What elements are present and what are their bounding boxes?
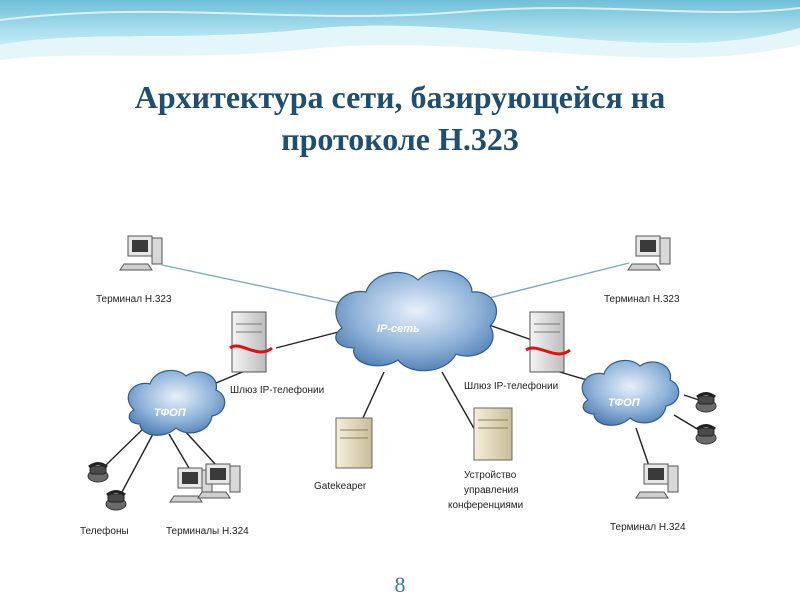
slide-title-line2: протоколе H.323 <box>281 121 519 157</box>
connection-lines <box>105 262 700 493</box>
top-wave-light <box>0 25 800 60</box>
terminal-right-label: Терминал H.323 <box>604 294 680 305</box>
mcu-label-line2: управления <box>464 485 519 496</box>
terminal-h323-right: Терминал H.323 <box>604 235 680 305</box>
server-icon <box>529 311 565 373</box>
link-gatekeeper-ip <box>361 371 385 421</box>
computer-icon <box>635 463 679 499</box>
top-wave-line <box>0 7 800 21</box>
server-icon <box>335 417 373 469</box>
conversion-arrow-icon <box>525 346 571 356</box>
phone-icon <box>694 424 718 446</box>
gateway-right: Шлюз IP-телефонии <box>464 311 571 392</box>
pstn-cloud-left: ТФОП <box>127 369 226 436</box>
mcu-label-line1: Устройство <box>464 470 517 481</box>
link-mcu-ip <box>441 371 477 433</box>
gateway-left: Шлюз IP-телефонии <box>229 311 324 396</box>
terminal-h324-right: Терминал H.324 <box>610 463 686 533</box>
pstn-right-label: ТФОП <box>608 397 641 409</box>
phone-icon <box>694 392 718 414</box>
gateway-left-label: Шлюз IP-телефонии <box>230 384 324 396</box>
link-pstn-left-terminal2 <box>183 429 217 466</box>
pstn-left-label: ТФОП <box>154 407 187 419</box>
terminals-h324-left-label: Терминалы H.324 <box>166 526 249 537</box>
terminal-h323-left: Терминал H.323 <box>96 235 172 305</box>
pstn-cloud-right: ТФОП <box>581 359 680 426</box>
link-pstn-left-phone1 <box>105 427 145 466</box>
link-pstn-right-terminal <box>635 427 650 467</box>
link-terminal-left-ip <box>161 264 365 309</box>
phones-label: Телефоны <box>80 525 129 537</box>
top-wave-dark <box>0 0 800 45</box>
conversion-arrow-icon <box>229 344 273 354</box>
slide-title: Архитектура сети, базирующейся на проток… <box>40 76 760 160</box>
phones-right <box>694 392 718 446</box>
computer-icon <box>119 235 163 271</box>
gatekeeper: Gatekeaper <box>314 417 373 492</box>
ip-network-cloud: IP-сеть <box>335 270 498 372</box>
ip-network-label: IP-сеть <box>377 323 420 335</box>
link-pstn-left-phone2 <box>121 431 155 493</box>
link-pstn-left-terminal1 <box>168 433 190 469</box>
link-terminal-right-ip <box>468 262 630 304</box>
computer-icon <box>627 235 671 271</box>
slide-title-line1: Архитектура сети, базирующейся на <box>134 79 666 115</box>
link-pstn-right-phone2 <box>673 414 700 431</box>
gatekeeper-label: Gatekeaper <box>314 481 367 492</box>
terminal-left-label: Терминал H.323 <box>96 294 172 305</box>
link-pstn-right-phone1 <box>683 394 700 401</box>
phone-icon <box>104 490 128 512</box>
conference-control-unit: Устройство управления конференциями <box>448 407 523 511</box>
server-icon <box>473 407 513 461</box>
terminal-h324-right-label: Терминал H.324 <box>610 522 686 533</box>
phones-left: Телефоны <box>80 462 129 537</box>
terminals-h324-left: Терминалы H.324 <box>166 463 249 537</box>
server-icon <box>231 311 267 373</box>
page-number: 8 <box>394 572 406 597</box>
phone-icon <box>86 462 110 484</box>
network-diagram: IP-сеть ТФОП ТФОП Терминал H.323 Термина… <box>44 200 775 542</box>
mcu-label-line3: конференциями <box>448 499 523 511</box>
gateway-right-label: Шлюз IP-телефонии <box>464 380 558 392</box>
